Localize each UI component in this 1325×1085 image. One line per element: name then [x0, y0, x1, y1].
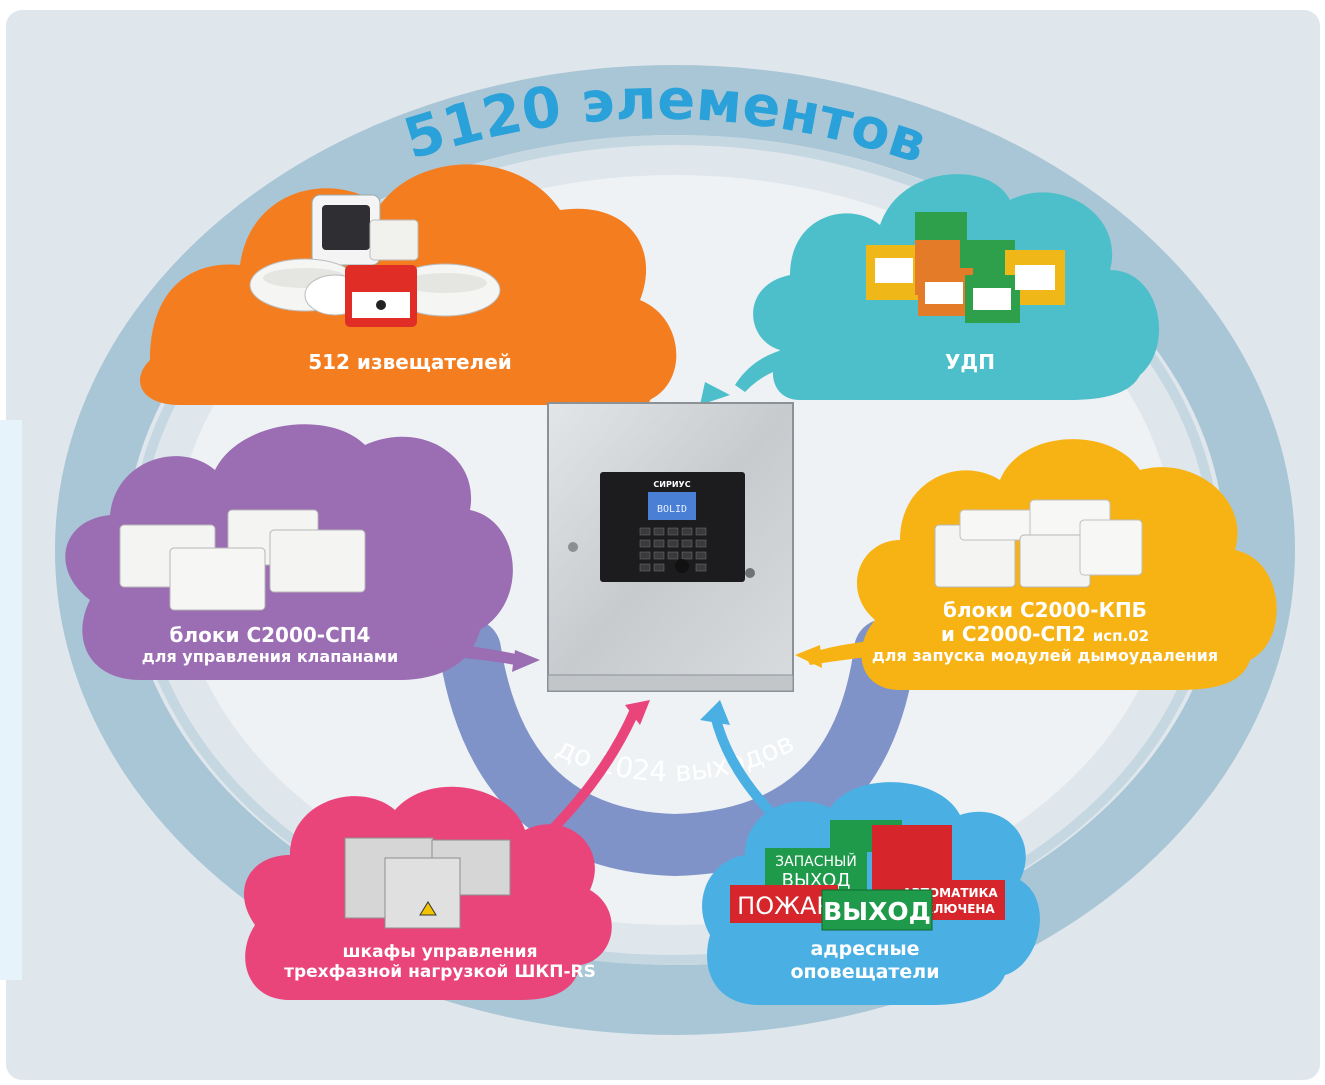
shkp-label-line1: шкафы управления [342, 942, 538, 962]
kpb-label-line2: и С2000-СП2 исп.02 [940, 622, 1150, 646]
detectors-label: 512 извещателей [308, 350, 512, 374]
arrow-kpb [795, 645, 822, 668]
arrow-annunciators [700, 700, 730, 725]
arrow-shkp-line [516, 707, 640, 864]
udp-label: УДП [945, 350, 995, 374]
smoke-detectors-image [249, 194, 501, 327]
kpb-label-line1: блоки С2000-КПБ [943, 598, 1147, 622]
arrow-detectors [630, 382, 658, 412]
sp4-label-line1: блоки С2000-СП4 [169, 623, 371, 647]
sp4-blocks-image [119, 509, 366, 611]
shkp-label: шкафы управления трехфазной нагрузкой ШК… [270, 942, 610, 983]
left-edge-strip [0, 420, 22, 980]
annunciators-label: адресные оповещатели [760, 938, 970, 984]
annunciator-signs-image: ЗАПАСНЫЙ ВЫХОД АВТОМАТИКА ОТКЛЮЧЕНА ПОЖА… [730, 820, 1005, 931]
shkp-label-line2: трехфазной нагрузкой ШКП-RS [284, 962, 596, 983]
panel-display [648, 492, 696, 520]
sign-vyhod-text: ВЫХОД [823, 897, 931, 926]
arrow-sp4 [512, 650, 540, 672]
shkp-cabinets-image [344, 837, 511, 929]
sign-pozhar-text: ПОЖАР [737, 892, 831, 920]
panel-display-text: BOLID [657, 504, 687, 515]
kpb-label: блоки С2000-КПБ и С2000-СП2 исп.02 для з… [870, 598, 1220, 665]
annunciators-label-line1: адресные [810, 938, 920, 960]
sp4-label-line2: для управления клапанами [141, 647, 399, 666]
sp4-label: блоки С2000-СП4 для управления клапанами [100, 623, 440, 666]
arrow-shkp [625, 700, 650, 725]
sign-zapasny-text: ЗАПАСНЫЙ [775, 852, 857, 870]
central-panel-cabinet: BOLID СИРИУС [547, 402, 794, 692]
annunciators-label-line2: оповещатели [790, 960, 940, 983]
kpb-blocks-image [934, 499, 1143, 588]
panel-brand: СИРИУС [653, 480, 690, 489]
udp-buttons-image [866, 212, 1065, 323]
outputs-arc [439, 619, 916, 877]
arrows [512, 382, 822, 864]
arrow-annunciators-line [710, 713, 804, 844]
arrow-udp [700, 382, 730, 405]
kpb-label-line3: для запуска модулей дымоудаления [871, 646, 1219, 665]
